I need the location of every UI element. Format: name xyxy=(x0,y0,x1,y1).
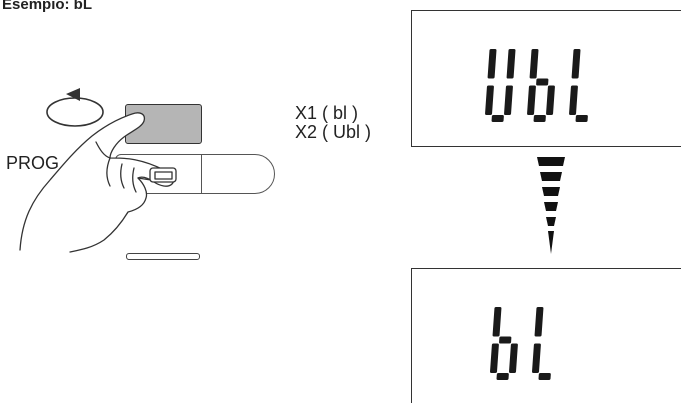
lcd-display-top: Ubl xyxy=(411,10,681,147)
prog-button[interactable] xyxy=(125,104,202,144)
device-slot xyxy=(126,253,200,260)
lcd-display-bottom: bL xyxy=(411,268,681,403)
device-key[interactable] xyxy=(115,154,275,194)
press-info-line2: X2 ( Ubl ) xyxy=(295,122,372,142)
lcd-top-text: Ubl xyxy=(412,11,413,12)
prog-label: PROG xyxy=(6,153,60,173)
device-key-divider xyxy=(201,154,203,194)
press-info-line1: X1 ( bl ) xyxy=(295,103,359,123)
page-title: Esempio: bL xyxy=(2,0,93,13)
lcd-bottom-text: bL xyxy=(412,269,413,270)
